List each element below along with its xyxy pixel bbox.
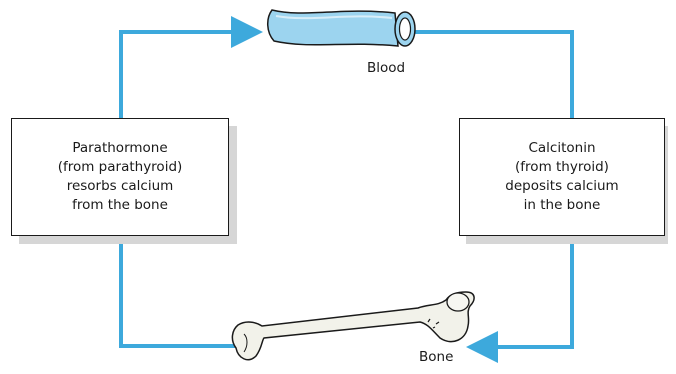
blood-vessel-icon xyxy=(268,10,415,46)
calcitonin-line-1: Calcitonin xyxy=(528,139,595,158)
parathormone-line-3: resorbs calcium xyxy=(67,177,174,196)
parathormone-line-1: Parathormone xyxy=(72,139,167,158)
calcitonin-line-4: in the bone xyxy=(524,196,601,215)
parathormone-line-2: (from parathyroid) xyxy=(58,158,183,177)
calcitonin-box: Calcitonin (from thyroid) deposits calci… xyxy=(459,118,665,236)
calcitonin-line-2: (from thyroid) xyxy=(515,158,609,177)
blood-label: Blood xyxy=(367,60,405,76)
bone-label: Bone xyxy=(419,349,453,365)
parathormone-box: Parathormone (from parathyroid) resorbs … xyxy=(11,118,229,236)
calcitonin-line-3: deposits calcium xyxy=(505,177,618,196)
parathormone-line-4: from the bone xyxy=(72,196,168,215)
